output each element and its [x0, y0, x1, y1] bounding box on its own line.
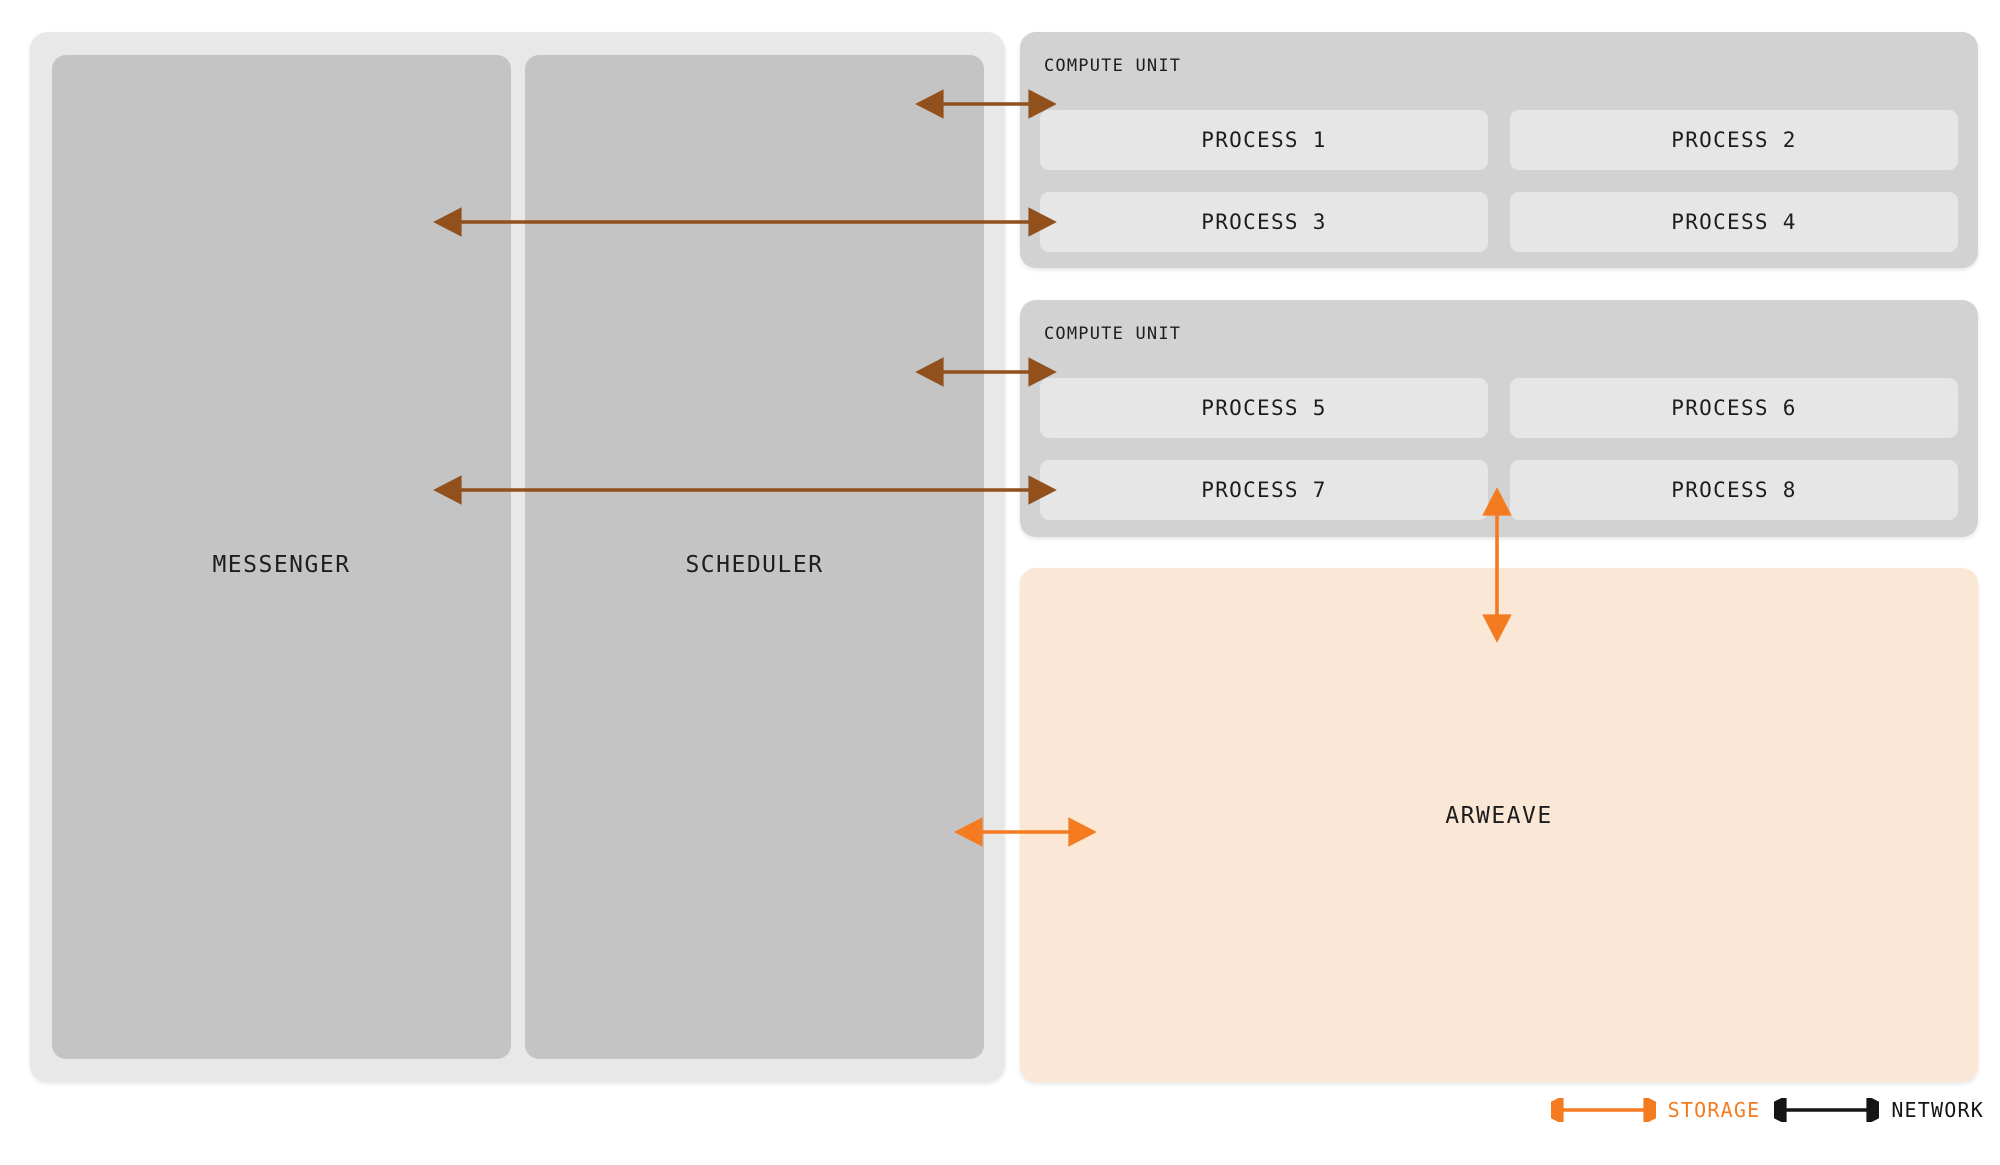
legend-label-network: NETWORK	[1891, 1098, 1984, 1122]
node-process-5[interactable]: PROCESS 5	[1040, 378, 1488, 438]
legend: STORAGE NETWORK	[1550, 1098, 1984, 1122]
node-process-6[interactable]: PROCESS 6	[1510, 378, 1958, 438]
legend-item-network: NETWORK	[1774, 1098, 1984, 1122]
node-group-left-shell: MESSENGER SCHEDULER	[30, 32, 1005, 1082]
node-scheduler-label: SCHEDULER	[685, 552, 824, 578]
node-messenger-label: MESSENGER	[212, 552, 351, 578]
compute-unit-2-process-grid: PROCESS 5 PROCESS 6 PROCESS 7 PROCESS 8	[1040, 378, 1958, 520]
node-process-3[interactable]: PROCESS 3	[1040, 192, 1488, 252]
compute-unit-1-process-grid: PROCESS 1 PROCESS 2 PROCESS 3 PROCESS 4	[1040, 110, 1958, 252]
compute-unit-1-title: COMPUTE UNIT	[1044, 56, 1182, 76]
compute-unit-2-title: COMPUTE UNIT	[1044, 324, 1182, 344]
node-arweave[interactable]: ARWEAVE	[1020, 568, 1978, 1082]
network-double-arrow-icon	[1774, 1098, 1880, 1122]
node-scheduler[interactable]: SCHEDULER	[525, 55, 984, 1059]
legend-label-storage: STORAGE	[1667, 1098, 1761, 1122]
node-process-2[interactable]: PROCESS 2	[1510, 110, 1958, 170]
node-compute-unit-2[interactable]: COMPUTE UNIT PROCESS 5 PROCESS 6 PROCESS…	[1020, 300, 1978, 537]
node-process-7[interactable]: PROCESS 7	[1040, 460, 1488, 520]
node-compute-unit-1[interactable]: COMPUTE UNIT PROCESS 1 PROCESS 2 PROCESS…	[1020, 32, 1978, 268]
node-arweave-label: ARWEAVE	[1445, 803, 1553, 829]
node-process-4[interactable]: PROCESS 4	[1510, 192, 1958, 252]
storage-double-arrow-icon	[1550, 1098, 1656, 1122]
legend-item-storage: STORAGE	[1550, 1098, 1761, 1122]
node-process-8[interactable]: PROCESS 8	[1510, 460, 1958, 520]
node-messenger[interactable]: MESSENGER	[52, 55, 511, 1059]
node-process-1[interactable]: PROCESS 1	[1040, 110, 1488, 170]
